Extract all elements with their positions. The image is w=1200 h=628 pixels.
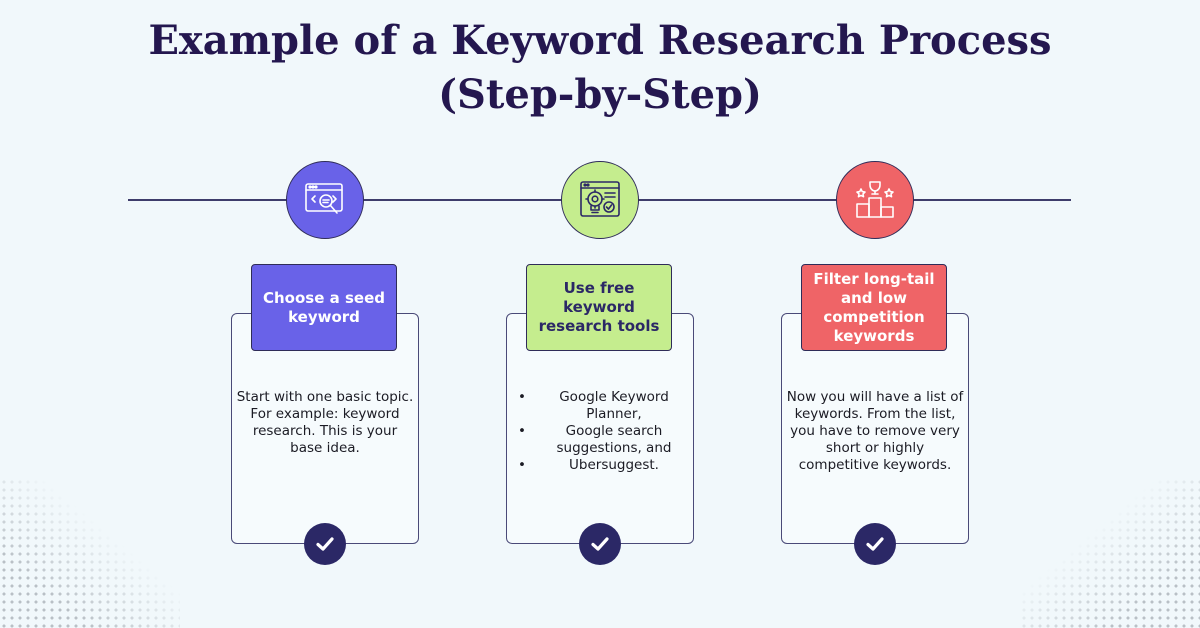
step-2-check-badge xyxy=(579,523,621,565)
step-3-description: Now you will have a list of keywords. Fr… xyxy=(786,389,964,473)
checkmark-icon xyxy=(591,537,609,551)
title-line-1: Example of a Keyword Research Process xyxy=(148,17,1052,64)
list-item: Ubersuggest. xyxy=(510,457,690,474)
research-tools-gear-icon xyxy=(580,181,620,217)
step-3-card xyxy=(781,313,969,544)
page-title: Example of a Keyword Research Process (S… xyxy=(0,14,1200,122)
list-item: Google Keyword Planner, xyxy=(510,389,690,423)
decorative-dots-right xyxy=(1020,478,1200,628)
step-2-icon-circle xyxy=(561,161,639,239)
checkmark-icon xyxy=(316,537,334,551)
step-1-check-badge xyxy=(304,523,346,565)
podium-trophy-icon xyxy=(856,181,894,218)
step-2-title: Use free keyword research tools xyxy=(526,264,672,351)
step-2-description: Google Keyword Planner, Google search su… xyxy=(510,389,690,474)
checkmark-icon xyxy=(866,537,884,551)
step-1-description: Start with one basic topic. For example:… xyxy=(236,389,414,456)
title-line-2: (Step-by-Step) xyxy=(438,71,762,118)
tool-list: Google Keyword Planner, Google search su… xyxy=(510,389,690,474)
step-3-title: Filter long-tail and low competition key… xyxy=(801,264,947,351)
keyword-search-browser-icon xyxy=(305,183,343,214)
step-1-card xyxy=(231,313,419,544)
step-1-title: Choose a seed keyword xyxy=(251,264,397,351)
decorative-dots-left xyxy=(0,478,180,628)
list-item: Google search suggestions, and xyxy=(510,423,690,457)
step-3-check-badge xyxy=(854,523,896,565)
step-1-icon-circle xyxy=(286,161,364,239)
step-3-icon-circle xyxy=(836,161,914,239)
